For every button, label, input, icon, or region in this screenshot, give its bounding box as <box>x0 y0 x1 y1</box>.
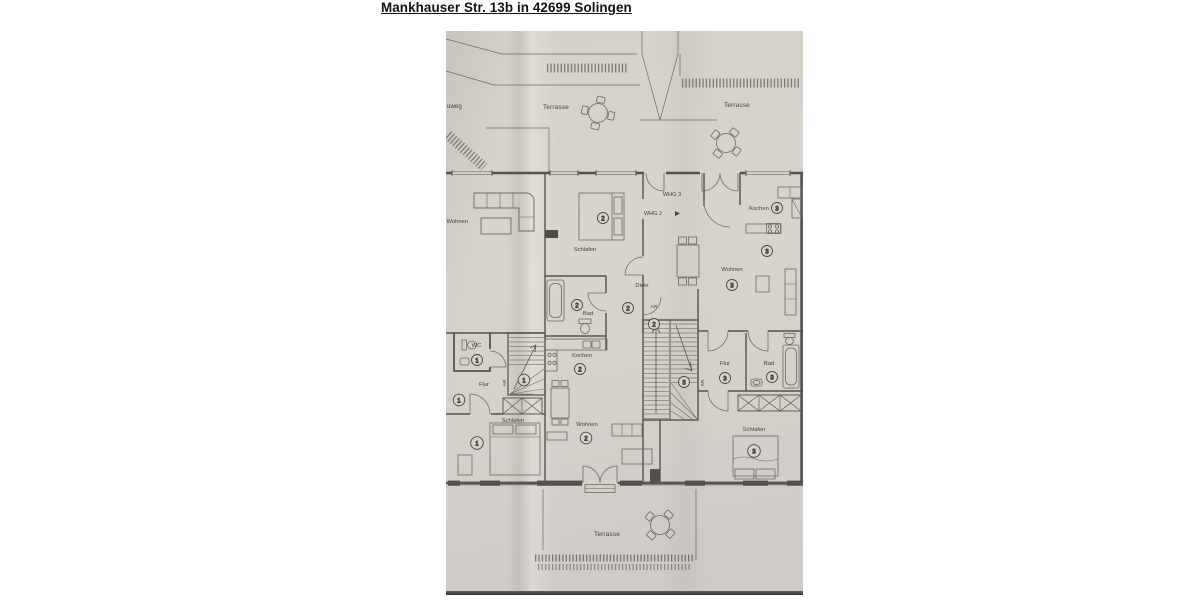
terrace-bottom-boundaries <box>542 489 697 560</box>
badge-flur-3: 3 <box>719 372 731 384</box>
terrace-label-top-right: Terrasse <box>724 102 750 109</box>
interior-walls <box>446 173 803 483</box>
terrace-table-bottom <box>636 501 684 549</box>
label-kochen-apt2: Kochen <box>572 353 592 359</box>
bed-apt1 <box>457 422 541 476</box>
apartment1-staircase <box>507 332 546 396</box>
label-wc-apt1: WC <box>472 343 482 349</box>
terrace-label-top-left: Terrasse <box>543 104 569 111</box>
badge-kochen-3: 3 <box>771 202 783 214</box>
svg-text:3: 3 <box>730 282 734 289</box>
label-schlafen-apt3: Schlafen <box>743 427 766 433</box>
threshold-block <box>650 469 660 482</box>
interior-doors <box>469 200 769 415</box>
site-plan-lines <box>446 31 717 173</box>
badge-wohnen-2: 2 <box>579 431 593 445</box>
svg-text:3: 3 <box>770 374 774 381</box>
street-label: uweg <box>447 103 462 110</box>
label-ar-apt1: AR <box>502 379 507 386</box>
sofa-apt3 <box>755 268 797 316</box>
terrace-table-top-right <box>702 119 750 167</box>
windows-bottom <box>448 480 803 486</box>
badge-schlafen-1: 1 <box>470 436 484 450</box>
badge-diele-2: 2 <box>622 302 634 314</box>
terrace-label-bottom: Terrasse <box>594 531 620 538</box>
bed-apt3 <box>732 435 779 480</box>
badge-stair-1: 1 <box>517 373 531 387</box>
svg-text:2: 2 <box>601 215 605 222</box>
unit-badges: 2 3 3 3 2 2 2 1 2 1 1 3 3 3 1 2 3 <box>452 202 783 458</box>
svg-text:1: 1 <box>475 357 479 364</box>
kitchen-apt2 <box>544 338 608 372</box>
svg-text:3: 3 <box>765 248 769 255</box>
whg2-arrow-icon <box>675 211 680 216</box>
bed-apt2 <box>578 192 625 241</box>
svg-text:2: 2 <box>578 366 582 373</box>
label-diele-apt2: Diele <box>635 283 648 289</box>
svg-text:1: 1 <box>475 440 479 447</box>
badge-ar-3: 3 <box>678 376 690 388</box>
kitchen-apt3 <box>745 186 803 234</box>
badge-schlafen-3: 3 <box>747 444 761 458</box>
badge-wc-1: 1 <box>471 354 483 366</box>
bathroom-apt2 <box>546 279 592 334</box>
floorplan-drawing: uweg Terrasse Terrasse Terrasse <box>446 31 803 570</box>
main-staircase <box>642 319 699 421</box>
svg-text:3: 3 <box>775 205 779 212</box>
svg-text:1: 1 <box>457 397 461 404</box>
label-wohnen-apt2: Wohnen <box>576 422 598 428</box>
label-schlafen-apt2: Schlafen <box>574 247 597 253</box>
wardrobe-closet-apt1 <box>502 397 543 415</box>
badge-ar-2: 2 <box>648 318 660 330</box>
sofa-apt2 <box>546 423 653 465</box>
label-flur-apt1: Flur <box>479 382 489 388</box>
windows-top <box>451 170 791 176</box>
svg-text:2: 2 <box>584 435 588 442</box>
badge-schlafen-2: 2 <box>597 212 609 224</box>
label-schlafen-apt1: Schlafen <box>502 418 525 424</box>
closet-row-apt3 <box>737 394 802 412</box>
sofa-apt1 <box>473 192 535 235</box>
label-ar-apt2: AR <box>651 304 658 309</box>
label-kochen-apt3: Kochen <box>749 206 769 212</box>
label-whg3: WHG 3 <box>663 192 681 198</box>
svg-text:2: 2 <box>575 302 579 309</box>
bathroom-apt3 <box>750 333 800 389</box>
wc-apt1 <box>453 333 491 372</box>
badge-bad-2: 2 <box>571 299 583 311</box>
exterior-walls <box>446 171 803 485</box>
label-flur-apt3: Flur <box>720 361 730 367</box>
hedge-left-edge <box>446 131 488 171</box>
svg-text:2: 2 <box>626 305 630 312</box>
label-wohnen-apt3: Wohnen <box>721 267 743 273</box>
chimney-block <box>545 230 558 238</box>
page-title: Mankhauser Str. 13b in 42699 Solingen <box>381 0 632 15</box>
hedges <box>446 63 801 570</box>
svg-text:2: 2 <box>652 321 656 328</box>
badge-flur-1: 1 <box>452 393 466 407</box>
label-wohnen-apt1: Wohnen <box>447 219 469 225</box>
dining-table-apt3 <box>676 236 700 286</box>
label-whg2: WHG 2 <box>644 211 662 217</box>
dining-table-apt2 <box>550 380 570 426</box>
svg-text:3: 3 <box>682 379 686 386</box>
svg-text:1: 1 <box>522 377 526 384</box>
svg-text:3: 3 <box>723 375 727 382</box>
badge-bad-3: 3 <box>766 371 778 383</box>
label-ar-apt3: AR <box>700 379 705 386</box>
label-bad-apt2: Bad <box>583 311 593 317</box>
terrace-table-top-left <box>578 93 618 133</box>
badge-wohnen-3: 3 <box>726 279 738 291</box>
terrace-door <box>582 465 618 493</box>
floorplan-scan: uweg Terrasse Terrasse Terrasse <box>446 31 803 595</box>
badge-stove-3: 3 <box>761 245 773 257</box>
label-bad-apt3: Bad <box>764 361 774 367</box>
badge-kochen-2: 2 <box>574 363 586 375</box>
svg-text:3: 3 <box>752 448 756 455</box>
